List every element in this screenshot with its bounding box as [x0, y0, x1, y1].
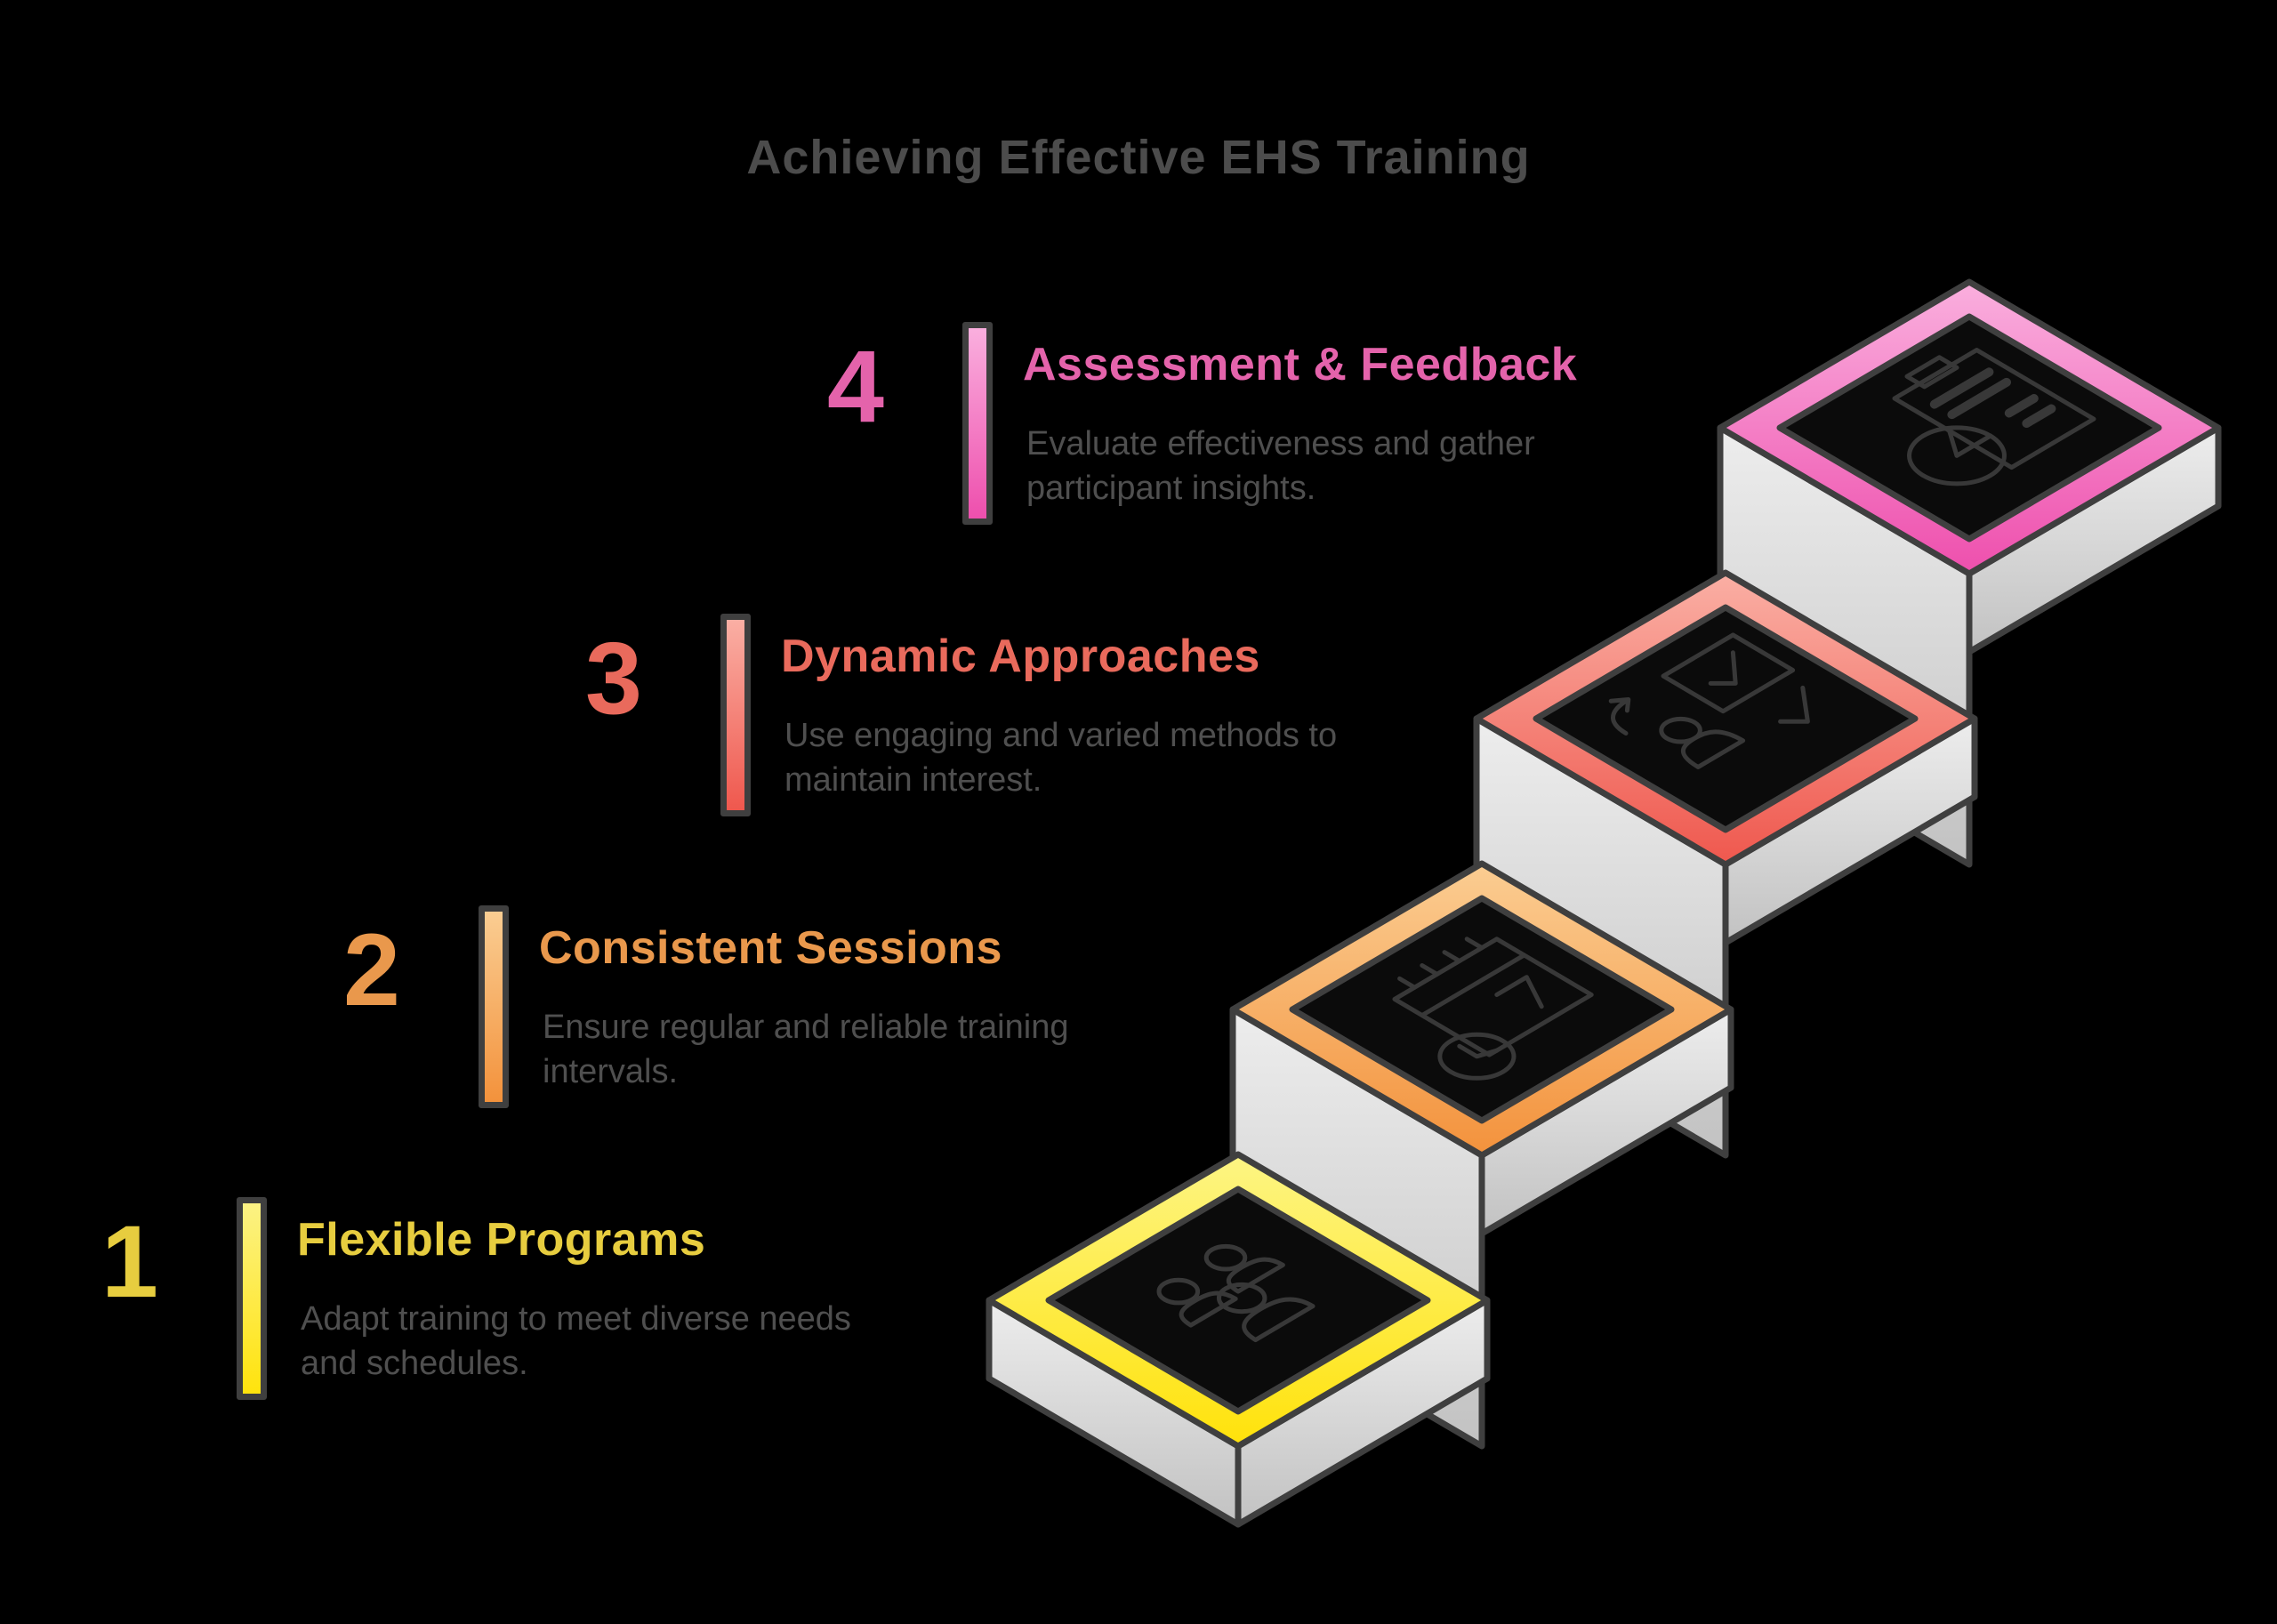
- step-2-accent-bar: [479, 905, 509, 1108]
- people-group-icon: [1138, 1236, 1333, 1352]
- step-3-diamond: [1476, 573, 1975, 864]
- step-1-title: Flexible Programs: [297, 1214, 706, 1266]
- clipboard-chart-icon: [1831, 342, 2094, 497]
- step-1-accent-bar: [237, 1197, 267, 1400]
- step-4-title: Assessment & Feedback: [1023, 339, 1578, 390]
- step-1-diamond: [989, 1154, 1487, 1446]
- step-2-diamond: [1233, 864, 1731, 1155]
- page-title: Achieving Effective EHS Training: [746, 131, 1531, 184]
- step-3-accent-bar: [720, 614, 751, 816]
- step-1-description: Adapt training to meet diverse needs and…: [301, 1300, 851, 1383]
- presentation-trainer-icon: [1591, 632, 1844, 781]
- step-3-title: Dynamic Approaches: [781, 631, 1260, 682]
- step-4-number: 4: [827, 330, 884, 444]
- step-3-number: 3: [585, 622, 642, 736]
- step-4-diamond: [1720, 282, 2218, 574]
- step-2-description: Ensure regular and reliable training int…: [543, 1009, 1069, 1091]
- step-4-accent-bar: [962, 322, 993, 525]
- step-2-title: Consistent Sessions: [539, 922, 1002, 974]
- calendar-clock-icon: [1346, 930, 1613, 1088]
- step-2-number: 2: [343, 913, 400, 1027]
- step-3-description: Use engaging and varied methods to maint…: [784, 717, 1338, 800]
- step-4-description: Evaluate effectiveness and gather partic…: [1026, 425, 1535, 508]
- step-1-number: 1: [101, 1205, 158, 1319]
